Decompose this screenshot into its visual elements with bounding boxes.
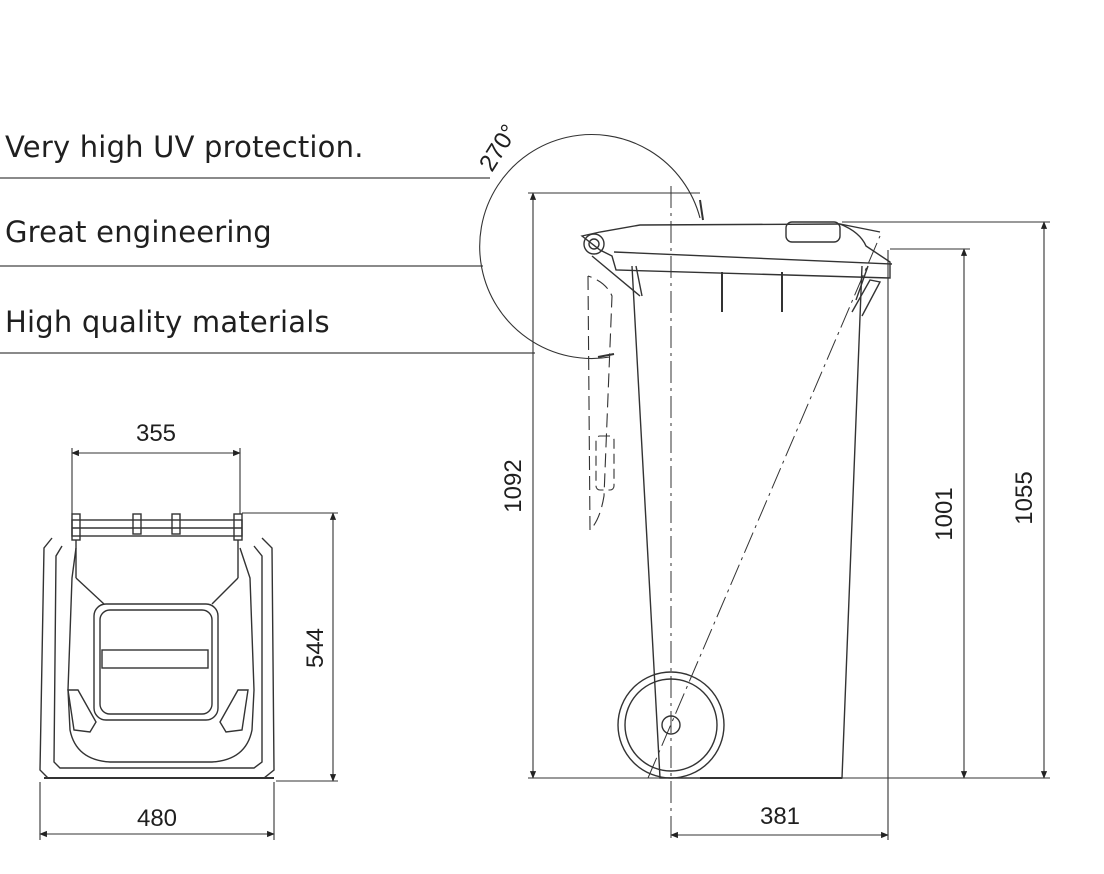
lid-handle: [785, 221, 841, 243]
feature-leader-lines: [0, 177, 535, 354]
feature-engineering: Great engineering: [5, 215, 272, 249]
dim-label-body-height: 1001: [931, 487, 958, 540]
top-view-basin: [67, 547, 255, 763]
hinge-circle: [583, 233, 605, 255]
top-view-rim: [53, 545, 263, 769]
dim-label-base-width: 480: [137, 805, 177, 832]
feature-materials: High quality materials: [5, 305, 330, 339]
dim-label-total-height: 1092: [500, 459, 527, 512]
dim-label-top-width: 355: [136, 420, 176, 447]
top-view-outer-body: [39, 537, 275, 779]
top-view-wheel-well-right: [219, 689, 249, 733]
feature-uv-protection: Very high UV protection.: [5, 130, 364, 164]
bin-body: [631, 265, 863, 779]
dim-label-depth: 544: [302, 628, 329, 668]
top-view-wheel-well-left: [67, 689, 97, 733]
side-view: [479, 133, 893, 840]
side-view-dimensions: [528, 192, 1050, 840]
bin-lid: [580, 223, 891, 279]
top-view-dimensions: [39, 448, 338, 840]
top-view-handle-slot: [101, 649, 209, 669]
lid-open-ghost: [587, 275, 613, 532]
top-view-lid-pocket: [93, 603, 219, 721]
dim-label-rim-height: 1055: [1011, 471, 1038, 524]
top-view: [39, 513, 275, 779]
dim-label-side-depth: 381: [760, 803, 800, 830]
tilt-line: [647, 235, 881, 779]
angle-label: 270°: [474, 120, 523, 176]
